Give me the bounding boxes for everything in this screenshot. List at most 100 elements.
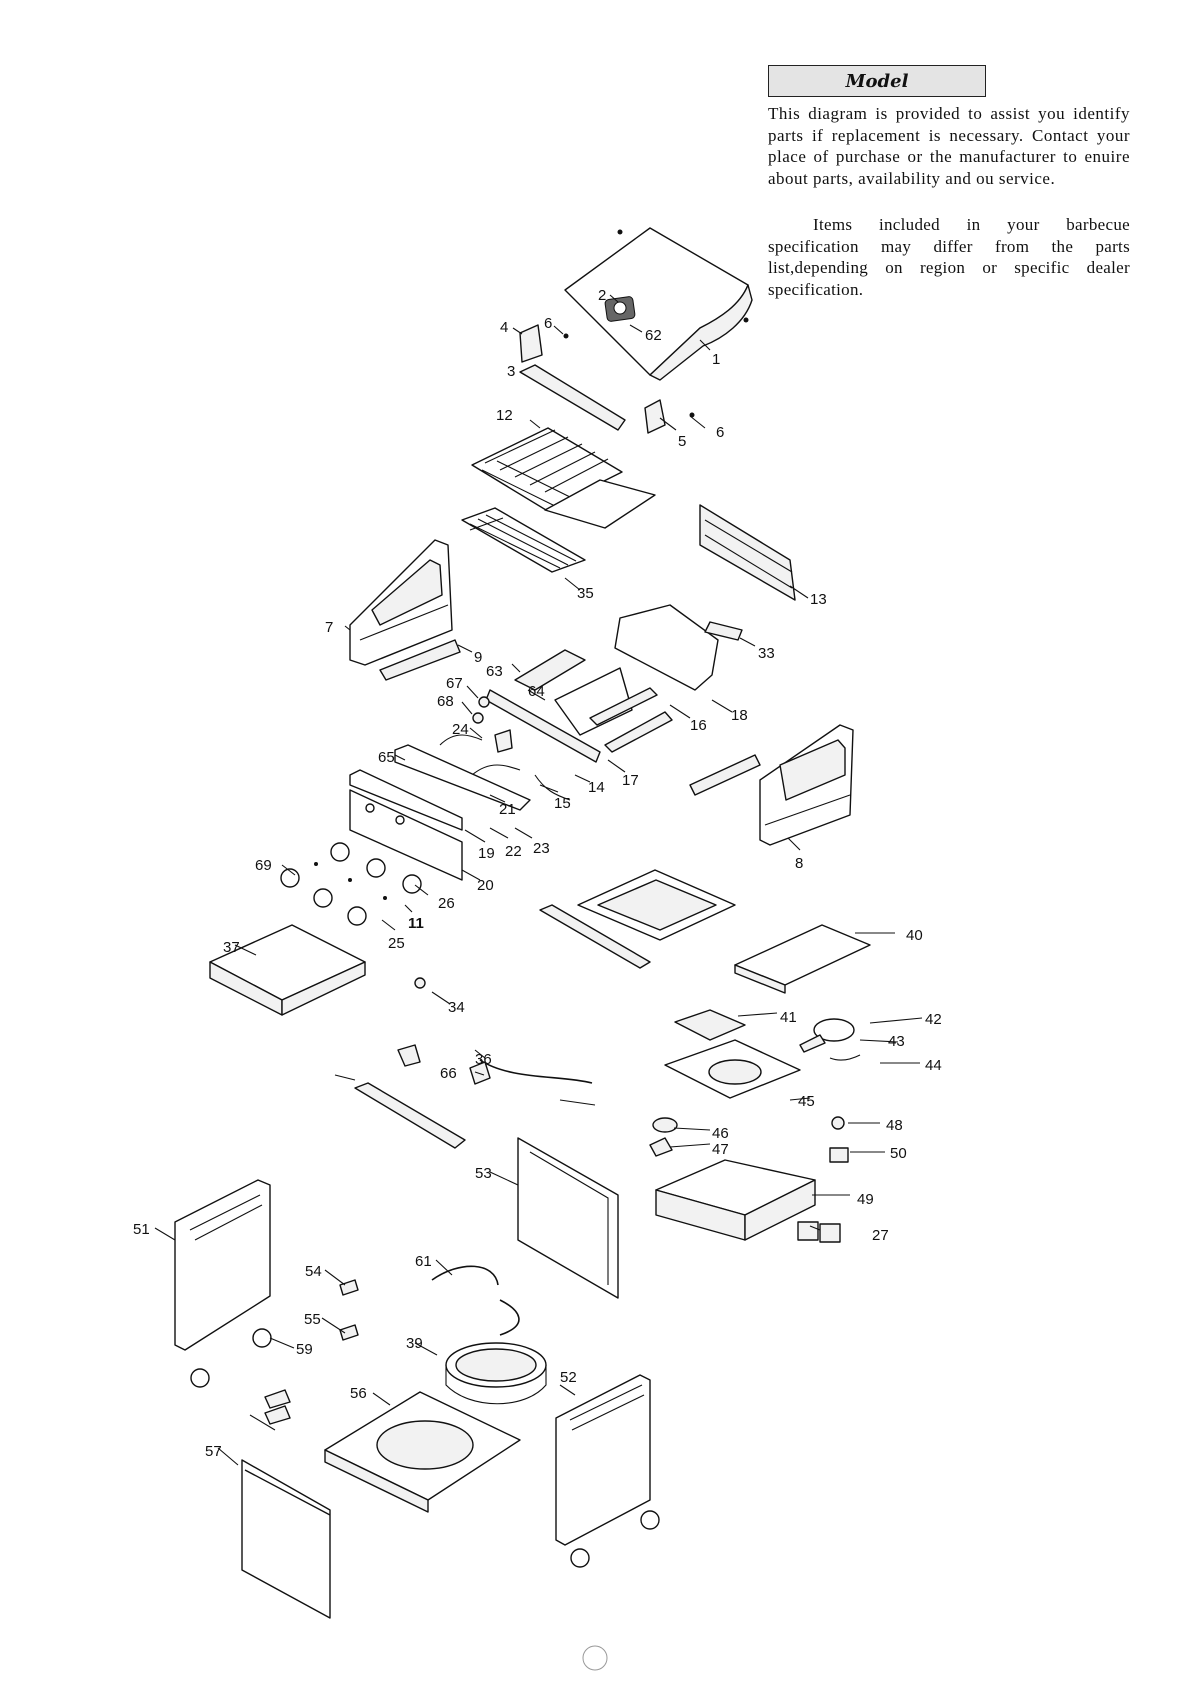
callout-27: 27 [872,1227,889,1244]
part-control-panel-20 [349,789,463,881]
callout-64: 64 [528,683,545,700]
part-cross-rail [354,1082,466,1149]
callout-12: 12 [496,407,513,424]
callout-41: 41 [780,1009,797,1026]
part-igniter-wires [439,734,571,801]
callout-33: 33 [758,645,775,662]
callout-37: 37 [223,939,240,956]
callout-leader-lines [154,294,923,1466]
callout-26: 26 [438,895,455,912]
callout-2: 2 [598,287,606,304]
callout-40: 40 [906,927,923,944]
callout-7: 7 [325,619,333,636]
callout-8: 8 [795,855,803,872]
callout-50: 50 [890,1145,907,1162]
callout-21: 21 [499,801,516,818]
part-heat-shield-13 [699,504,796,601]
part-cart-left-panel-51 [174,1179,271,1351]
callout-61: 61 [415,1253,432,1270]
callout-56: 56 [350,1385,367,1402]
callout-46: 46 [712,1125,729,1142]
callout-23: 23 [533,840,550,857]
intro-note: This diagram is provided to assist you i… [768,104,1130,188]
callout-49: 49 [857,1191,874,1208]
callout-52: 52 [560,1369,577,1386]
callout-5: 5 [678,433,686,450]
part-bracket [397,1044,421,1067]
callout-11: 11 [408,915,424,932]
callout-22: 22 [505,843,522,860]
callout-51: 51 [133,1221,150,1238]
callout-25: 25 [388,935,405,952]
callout-39: 39 [406,1335,423,1352]
callout-3: 3 [507,363,515,380]
part-tank-ring-39 [445,1342,547,1405]
part-side-burner-assembly [649,1009,861,1243]
part-hood-handle [519,364,626,431]
part-front-panel-22 [349,769,463,831]
part-grease-tray [577,869,736,941]
callout-9: 9 [474,649,482,666]
callout-48: 48 [886,1117,903,1134]
part-tray-rail [539,904,651,969]
callout-17: 17 [622,772,639,789]
part-cart-right-panel-52 [555,1374,651,1546]
callout-53: 53 [475,1165,492,1182]
page-number-circle [582,1645,608,1671]
callout-19: 19 [478,845,495,862]
specification-note: Items included in your barbecue specific… [768,215,1130,299]
part-end-cap-right [644,399,666,434]
part-side-shelf-40 [734,924,871,994]
callout-16: 16 [690,717,707,734]
part-control-bracket-65 [394,744,531,811]
part-end-cap-left [519,324,543,363]
part-gas-hose [479,1059,593,1084]
part-firebox-right-wall [759,724,854,846]
part-screw-34 [414,977,426,989]
part-control-knobs [280,842,422,926]
part-heat-shield-9 [379,639,461,681]
part-griddle-plate [544,479,656,529]
callout-69: 69 [255,857,272,874]
callout-54: 54 [305,1263,322,1280]
callout-68: 68 [437,693,454,710]
part-side-shield [689,754,761,796]
callout-66: 66 [440,1065,457,1082]
part-side-shelf-37 [209,924,366,1016]
model-title: Model [845,70,909,92]
part-hinge-55 [339,1324,359,1341]
part-firebox-left-wall [349,539,453,666]
callout-13: 13 [810,591,827,608]
callout-36: 36 [475,1051,492,1068]
callout-18: 18 [731,707,748,724]
callout-62: 62 [645,327,662,344]
part-tank-strap-61 [431,1265,499,1286]
part-burner-box-64 [554,667,633,736]
callout-35: 35 [577,585,594,602]
part-valve-24 [494,729,513,753]
callout-24: 24 [452,721,469,738]
callout-6a: 6 [544,315,552,332]
part-warming-rack [461,507,586,573]
part-igniter-68 [472,712,484,724]
callout-65: 65 [378,749,395,766]
callout-67: 67 [446,675,463,692]
part-manifold-17 [485,689,601,763]
part-firebox-back-18 [614,604,719,691]
part-cart-bottom-56 [324,1391,521,1513]
callout-14: 14 [588,779,605,796]
callout-45: 45 [798,1093,815,1110]
callout-20: 20 [477,877,494,894]
callout-57: 57 [205,1443,222,1460]
callout-6b: 6 [716,424,724,441]
part-burners-16 [589,687,673,753]
part-flame-tamer-63 [514,649,586,691]
part-hood [564,227,753,381]
model-title-box: Model [768,65,986,97]
callout-42: 42 [925,1011,942,1028]
part-regulator [469,1061,491,1085]
callout-1: 1 [712,351,720,368]
callout-44: 44 [925,1057,942,1074]
